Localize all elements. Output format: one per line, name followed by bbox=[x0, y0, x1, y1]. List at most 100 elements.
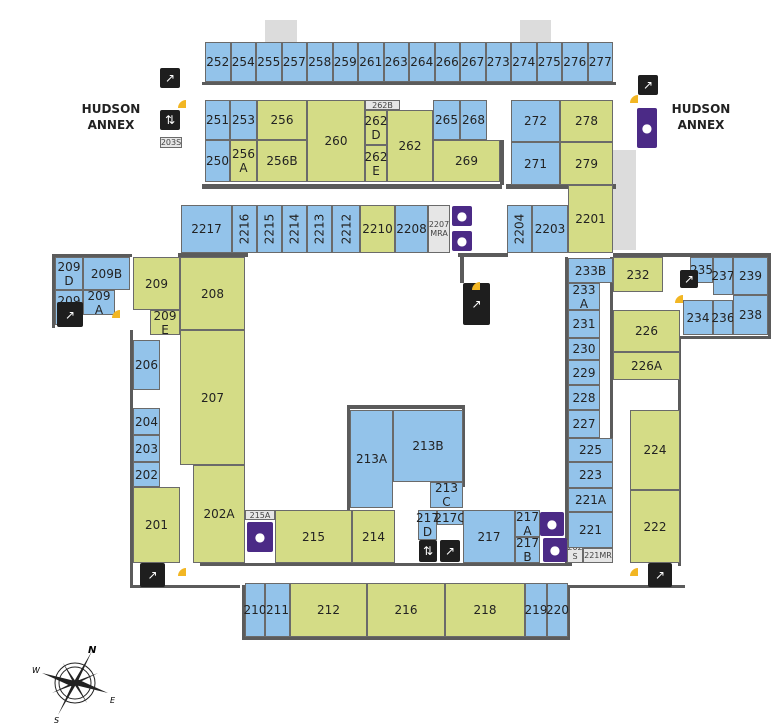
room-275[interactable]: 275 bbox=[536, 42, 562, 82]
room-238[interactable]: 238 bbox=[733, 295, 768, 335]
room-224[interactable]: 224 bbox=[630, 410, 680, 490]
room-276[interactable]: 276 bbox=[562, 42, 588, 82]
room-277[interactable]: 277 bbox=[587, 42, 613, 82]
room-279[interactable]: 279 bbox=[560, 142, 613, 185]
room-269[interactable]: 269 bbox=[433, 140, 500, 182]
room-212[interactable]: 212 bbox=[290, 583, 367, 637]
room-229[interactable]: 229 bbox=[568, 360, 600, 385]
room-209a[interactable]: 209 A bbox=[83, 289, 115, 317]
room-260[interactable]: 260 bbox=[307, 100, 365, 182]
room-214[interactable]: 214 bbox=[352, 510, 395, 563]
room-2208[interactable]: 2208 bbox=[395, 205, 428, 253]
room-223[interactable]: 223 bbox=[568, 462, 613, 488]
room-267[interactable]: 267 bbox=[460, 42, 486, 82]
room-259[interactable]: 259 bbox=[332, 42, 358, 82]
room-228[interactable]: 228 bbox=[568, 385, 600, 410]
room-262[interactable]: 262 bbox=[387, 110, 433, 182]
room-2201[interactable]: 2201 bbox=[568, 185, 613, 253]
room-202a[interactable]: 202A bbox=[193, 465, 245, 563]
room-220[interactable]: 220 bbox=[546, 583, 569, 637]
room-211[interactable]: 211 bbox=[265, 583, 290, 637]
room-2210[interactable]: 2210 bbox=[360, 205, 395, 253]
room-208[interactable]: 208 bbox=[180, 257, 245, 330]
room-2215[interactable]: 2215 bbox=[257, 205, 282, 253]
room-261[interactable]: 261 bbox=[358, 42, 384, 82]
room-221[interactable]: 221 bbox=[568, 512, 613, 548]
room-225[interactable]: 225 bbox=[568, 438, 613, 462]
room-230[interactable]: 230 bbox=[568, 338, 600, 360]
room-255[interactable]: 255 bbox=[256, 42, 282, 82]
room-2035[interactable]: 203S bbox=[160, 137, 182, 148]
room-215a[interactable]: 215A bbox=[245, 510, 275, 520]
room-218[interactable]: 218 bbox=[445, 583, 525, 637]
room-263[interactable]: 263 bbox=[383, 42, 409, 82]
room-217b[interactable]: 217 B bbox=[515, 536, 540, 564]
room-234[interactable]: 234 bbox=[683, 300, 713, 335]
room-222[interactable]: 222 bbox=[630, 490, 680, 563]
room-209b[interactable]: 209B bbox=[83, 257, 130, 290]
room-233b[interactable]: 233B bbox=[568, 258, 613, 283]
room-2207[interactable]: 2207 MRA bbox=[428, 205, 450, 253]
room-256a[interactable]: 256 A bbox=[230, 140, 257, 182]
room-262b[interactable]: 262B bbox=[365, 100, 400, 110]
room-253[interactable]: 253 bbox=[230, 100, 257, 140]
room-213a[interactable]: 213A bbox=[350, 410, 393, 508]
room-206[interactable]: 206 bbox=[133, 340, 160, 390]
room-217c[interactable]: 217C bbox=[434, 510, 466, 525]
room-268[interactable]: 268 bbox=[460, 100, 487, 140]
room-239[interactable]: 239 bbox=[733, 257, 768, 295]
room-2216[interactable]: 2216 bbox=[232, 205, 257, 253]
room-231[interactable]: 231 bbox=[568, 310, 600, 338]
room-213b[interactable]: 213B bbox=[393, 410, 463, 482]
room-262e[interactable]: 262 E bbox=[365, 145, 387, 182]
room-209d[interactable]: 209 D bbox=[55, 257, 83, 290]
room-207[interactable]: 207 bbox=[180, 330, 245, 465]
room-202[interactable]: 202 bbox=[133, 462, 160, 487]
room-273[interactable]: 273 bbox=[485, 42, 511, 82]
room-274[interactable]: 274 bbox=[511, 42, 537, 82]
room-210[interactable]: 210 bbox=[244, 583, 266, 637]
room-209[interactable]: 209 bbox=[133, 257, 180, 310]
room-227[interactable]: 227 bbox=[568, 410, 600, 438]
room-2217[interactable]: 2217 bbox=[181, 205, 232, 253]
room-217a[interactable]: 217 A bbox=[515, 510, 540, 538]
room-203[interactable]: 203 bbox=[133, 435, 160, 462]
room-272[interactable]: 272 bbox=[511, 100, 560, 142]
room-237[interactable]: 237 bbox=[712, 257, 734, 295]
room-204[interactable]: 204 bbox=[133, 408, 160, 435]
room-216[interactable]: 216 bbox=[367, 583, 445, 637]
room-256b[interactable]: 256B bbox=[257, 140, 307, 182]
room-233a[interactable]: 233 A bbox=[568, 283, 600, 311]
room-262d[interactable]: 262 D bbox=[365, 110, 387, 145]
room-251[interactable]: 251 bbox=[205, 100, 230, 140]
room-226a[interactable]: 226A bbox=[613, 352, 680, 380]
room-2213[interactable]: 2213 bbox=[307, 205, 332, 253]
room-209e[interactable]: 209 E bbox=[150, 309, 180, 337]
room-217[interactable]: 217 bbox=[463, 510, 515, 563]
room-265[interactable]: 265 bbox=[433, 100, 460, 140]
room-266[interactable]: 266 bbox=[434, 42, 460, 82]
room-252[interactable]: 252 bbox=[205, 42, 231, 82]
room-213c[interactable]: 213 C bbox=[430, 481, 463, 509]
room-2204[interactable]: 2204 bbox=[507, 205, 532, 253]
room-219[interactable]: 219 bbox=[525, 583, 547, 637]
room-236[interactable]: 236 bbox=[712, 300, 734, 335]
room-226[interactable]: 226 bbox=[613, 310, 680, 352]
room-258[interactable]: 258 bbox=[307, 42, 333, 82]
room-254[interactable]: 254 bbox=[230, 42, 256, 82]
room-215[interactable]: 215 bbox=[275, 510, 352, 563]
room-221mr[interactable]: 221MR bbox=[583, 548, 613, 563]
room-217d[interactable]: 217 D bbox=[416, 510, 439, 540]
room-250[interactable]: 250 bbox=[205, 140, 230, 182]
room-278[interactable]: 278 bbox=[560, 100, 613, 142]
room-271[interactable]: 271 bbox=[511, 142, 560, 185]
room-232[interactable]: 232 bbox=[613, 257, 663, 292]
room-221a[interactable]: 221A bbox=[568, 488, 613, 512]
room-256[interactable]: 256 bbox=[257, 100, 307, 140]
room-2214[interactable]: 2214 bbox=[282, 205, 307, 253]
room-201[interactable]: 201 bbox=[133, 487, 180, 563]
room-264[interactable]: 264 bbox=[409, 42, 435, 82]
room-2203[interactable]: 2203 bbox=[532, 205, 568, 253]
room-2212[interactable]: 2212 bbox=[332, 205, 360, 253]
room-257[interactable]: 257 bbox=[281, 42, 307, 82]
